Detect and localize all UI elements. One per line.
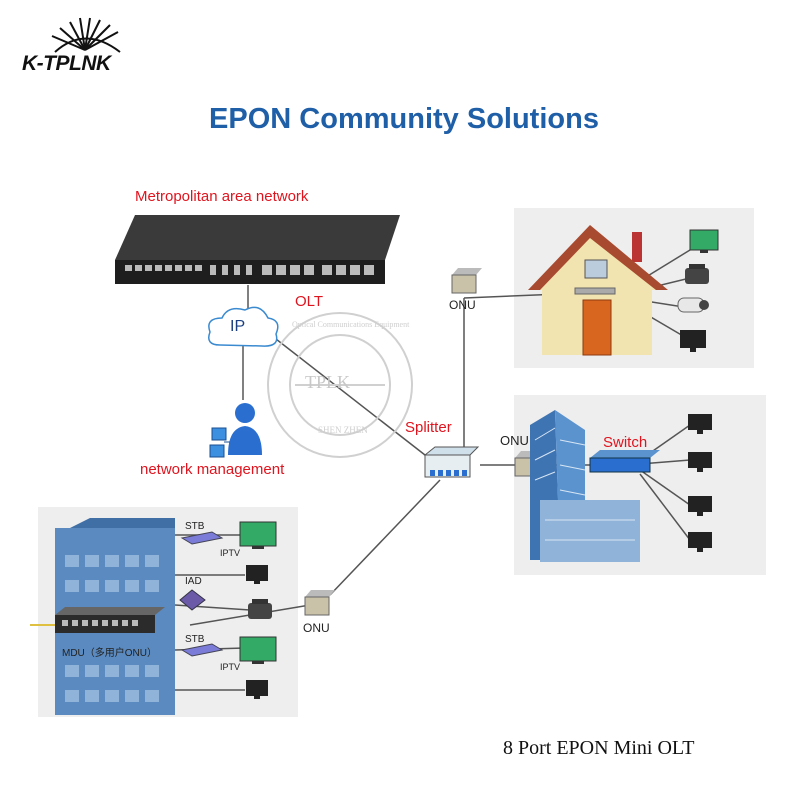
mdu-tv-bottom-icon bbox=[239, 636, 277, 664]
splitter-device-icon bbox=[423, 446, 480, 478]
cloud-icon bbox=[208, 306, 279, 347]
mdu-tv-icon bbox=[239, 521, 277, 549]
watermark-ring-top-text: Optical Communications Equipment bbox=[292, 320, 410, 329]
mdu-monitor-icon bbox=[246, 565, 268, 584]
page-title: EPON Community Solutions bbox=[209, 103, 599, 135]
olt-device-icon bbox=[115, 215, 400, 284]
camera-icon bbox=[677, 297, 709, 313]
onu-house-icon bbox=[451, 268, 482, 294]
watermark-seal-icon bbox=[267, 312, 413, 458]
monitor-icon bbox=[680, 330, 706, 352]
phone-icon bbox=[685, 264, 709, 284]
watermark-center-text: TPLK bbox=[305, 372, 350, 392]
mdu-monitor-bottom-icon bbox=[246, 680, 268, 699]
splitter-label: Splitter bbox=[405, 419, 452, 436]
iad-label: IAD bbox=[185, 576, 202, 587]
office-building-icon bbox=[530, 410, 640, 562]
iad-icon bbox=[179, 589, 206, 611]
brand-logo: K-TPLNK bbox=[22, 52, 111, 75]
mdu-phone-icon bbox=[248, 599, 272, 619]
iptv-bottom-label: IPTV bbox=[220, 662, 241, 672]
metro-label: Metropolitan area network bbox=[135, 188, 309, 205]
onu-office-label: ONU bbox=[500, 433, 529, 448]
switch-device-icon bbox=[589, 450, 660, 473]
tv-icon bbox=[689, 229, 719, 253]
network-management-label: network management bbox=[140, 461, 285, 478]
mdu-label: MDU（多用户ONU） bbox=[62, 648, 157, 659]
onu-mdu-icon bbox=[304, 590, 335, 616]
olt-label: OLT bbox=[295, 293, 324, 310]
stb-top-icon bbox=[180, 531, 224, 545]
ip-label: IP bbox=[230, 318, 246, 335]
office-monitor-icons bbox=[688, 414, 712, 552]
admin-user-icon bbox=[209, 403, 262, 458]
mdu-device-icon bbox=[55, 607, 165, 633]
product-caption: 8 Port EPON Mini OLT bbox=[503, 737, 695, 759]
onu-mdu-label: ONU bbox=[303, 621, 330, 635]
switch-label: Switch bbox=[603, 434, 648, 451]
onu-house-label: ONU bbox=[449, 298, 476, 312]
stb-top-label: STB bbox=[185, 521, 205, 532]
iptv-top-label: IPTV bbox=[220, 548, 241, 558]
watermark-ring-bottom-text: SHEN ZHEN bbox=[318, 425, 368, 435]
logo-rays-icon bbox=[51, 17, 121, 53]
house-icon bbox=[528, 225, 668, 356]
stb-bottom-label: STB bbox=[185, 634, 205, 645]
stb-bottom-icon bbox=[180, 643, 224, 657]
